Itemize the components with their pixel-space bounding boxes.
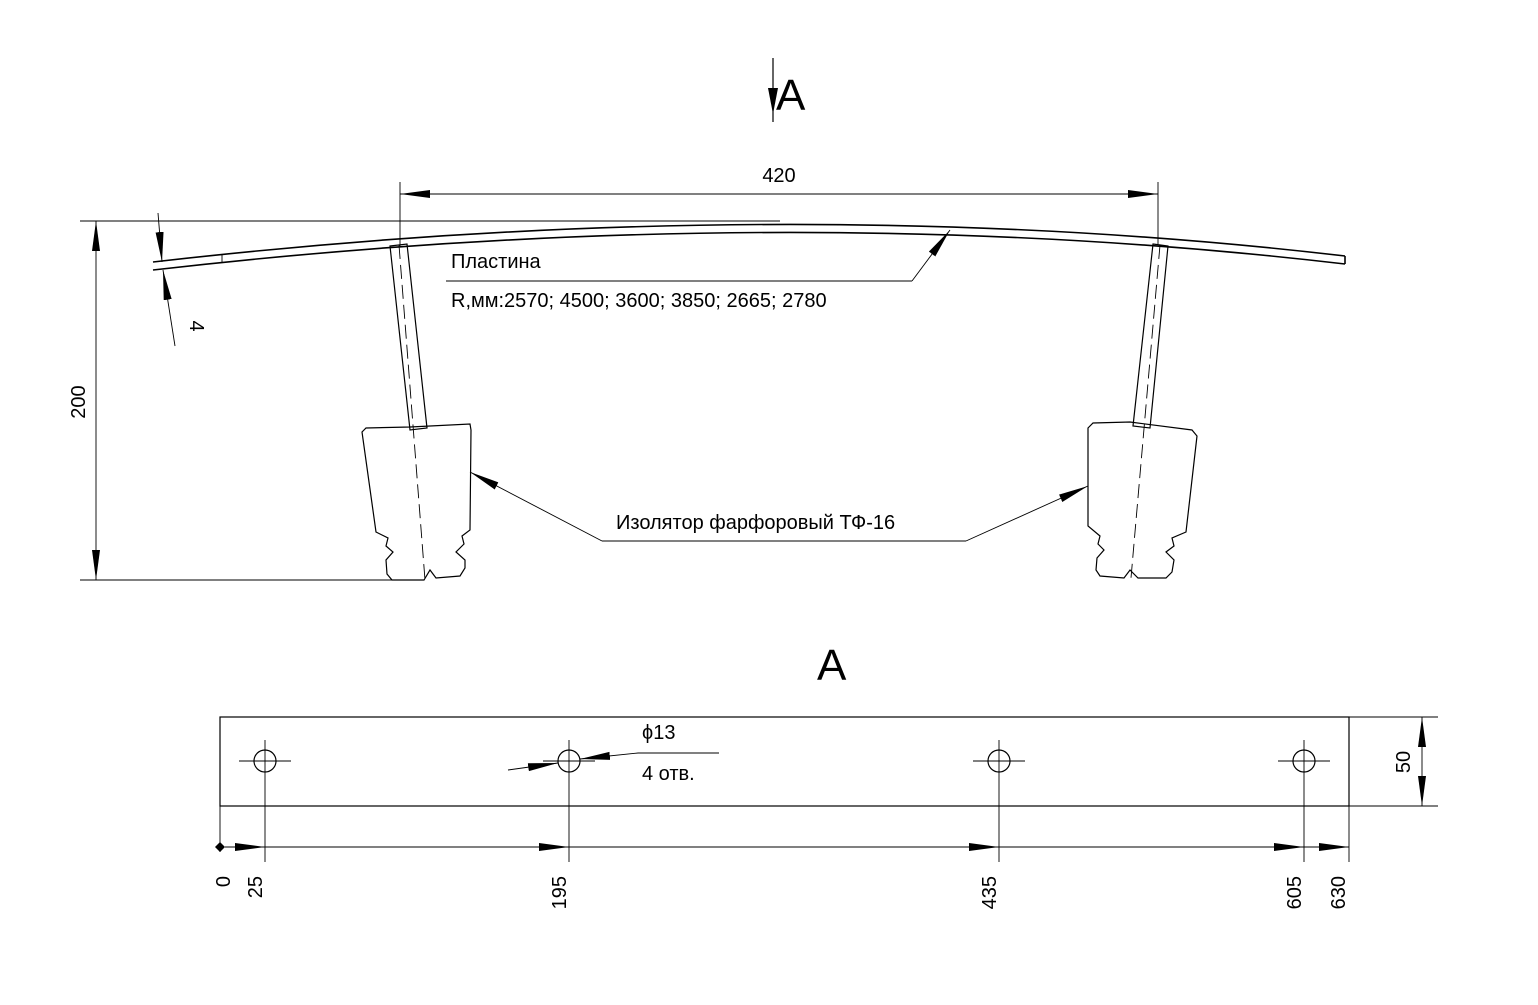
dimension-height-value: 200 — [68, 385, 90, 418]
position-label-25: 25 — [245, 876, 267, 898]
position-label-630: 630 — [1328, 876, 1350, 909]
insulator-callout: Изолятор фарфоровый ТФ-16 — [469, 471, 1089, 542]
hole-count-label: 4 отв. — [642, 763, 695, 785]
dimension-thickness-value: 4 — [185, 320, 207, 331]
plate-callout: Пластина R,мм:2570; 4500; 3600; 3850; 26… — [446, 229, 951, 312]
dimension-thickness: 4 — [155, 212, 207, 347]
position-label-195: 195 — [549, 876, 571, 909]
dimension-span-value: 420 — [762, 165, 795, 187]
ordinate-dimensions: 0 25 195 435 605 630 — [213, 740, 1350, 909]
curved-plate — [152, 223, 1346, 271]
plate-name-label: Пластина — [451, 251, 542, 273]
hole-diameter-label: ϕ13 — [642, 722, 675, 744]
insulator-label: Изолятор фарфоровый ТФ-16 — [616, 512, 895, 534]
dimension-span: 420 — [399, 165, 1159, 246]
dimension-plate-width: 50 — [1349, 716, 1438, 807]
view-marker-top: A — [768, 58, 806, 122]
insulator-right — [1087, 243, 1198, 579]
position-label-435: 435 — [979, 876, 1001, 909]
dimension-plate-width-value: 50 — [1393, 751, 1415, 773]
insulator-left — [361, 243, 472, 581]
plate-radius-label: R,мм:2570; 4500; 3600; 3850; 2665; 2780 — [451, 290, 827, 312]
hole-callout: ϕ13 4 отв. — [507, 722, 719, 785]
position-label-605: 605 — [1284, 876, 1306, 909]
view-letter-top: A — [776, 71, 806, 120]
flat-plate — [219, 716, 1350, 807]
position-label-0: 0 — [213, 876, 235, 887]
dimension-height: 200 — [68, 220, 780, 581]
view-letter-bottom: A — [817, 641, 847, 690]
holes — [239, 749, 1330, 773]
